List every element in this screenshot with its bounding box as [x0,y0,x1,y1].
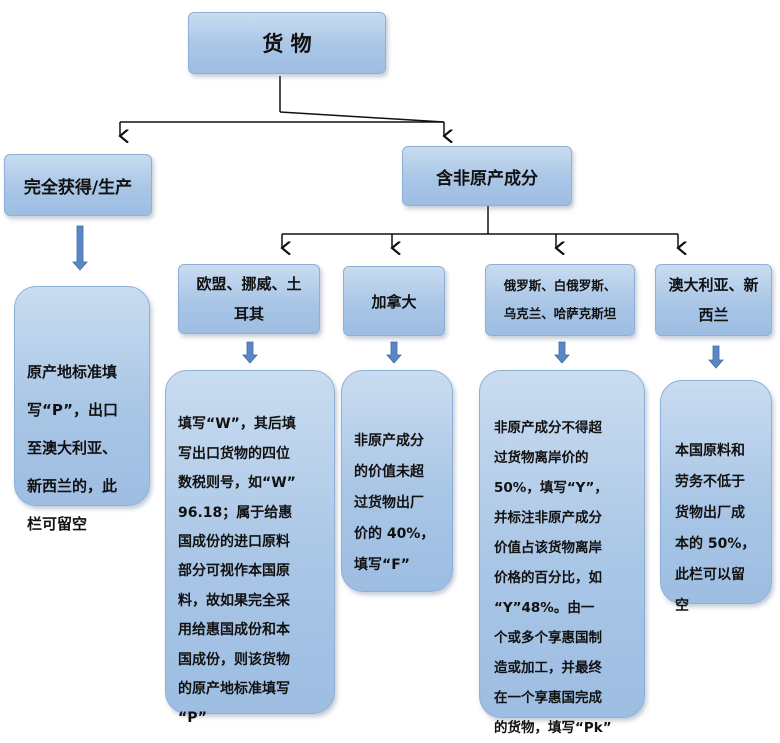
region-russia-title-box: 俄罗斯、白俄罗斯、 乌克兰、哈萨克斯坦 [485,264,635,336]
region-eu-text: 填写“W”，其后填 写出口货物的四位 数税则号，如“W” 96.18；属于给惠 … [178,416,296,727]
region-australia-title-box: 澳大利亚、新 西兰 [655,264,772,336]
region-canada-text: 非原产成分 的价值未超 过货物出厂 价的 40%， 填写“F” [354,433,435,573]
arrow-down-left [72,225,88,271]
left-branch-text-box: 原产地标准填 写“P”，出口 至澳大利亚、 新西兰的，此 栏可留空 [14,286,150,533]
connector-root-slant [279,111,445,123]
left-branch-title-box: 完全获得/生产 [4,154,152,216]
region-eu-title: 欧盟、挪威、土 耳其 [196,275,302,323]
connector-lines [72,76,724,369]
region-australia-text-box: 本国原料和 劳务不低于 货物出厂成 本的 50%， 此栏可以留 空 [660,380,772,614]
region-canada-title: 加拿大 [371,292,417,311]
root-box: 货 物 [188,12,386,74]
left-branch-text: 原产地标准填 写“P”，出口 至澳大利亚、 新西兰的，此 栏可留空 [27,363,118,533]
root-label: 货 物 [262,32,312,56]
right-branch-title: 含非原产成分 [436,168,538,189]
region-eu-title-box: 欧盟、挪威、土 耳其 [178,264,320,334]
region-canada-text-box: 非原产成分 的价值未超 过货物出厂 价的 40%， 填写“F” [341,370,453,592]
region-eu-text-box: 填写“W”，其后填 写出口货物的四位 数税则号，如“W” 96.18；属于给惠 … [165,370,335,726]
region-australia-text: 本国原料和 劳务不低于 货物出厂成 本的 50%， 此栏可以留 空 [675,443,756,614]
arrow-down-canada [386,341,402,364]
region-russia-text-box: 非原产成分不得超 过货物离岸价的 50%，填写“Y”， 并标注非原产成分 价值占… [479,370,645,736]
region-australia-title: 澳大利亚、新 西兰 [668,276,759,324]
arrow-down-australia [708,345,724,369]
left-branch-title: 完全获得/生产 [23,177,133,198]
arrow-down-russia [554,341,570,364]
region-canada-title-box: 加拿大 [343,266,445,336]
arrow-down-eu [242,341,258,364]
region-russia-title: 俄罗斯、白俄罗斯、 乌克兰、哈萨克斯坦 [503,278,617,321]
right-branch-title-box: 含非原产成分 [402,146,572,206]
region-russia-text: 非原产成分不得超 过货物离岸价的 50%，填写“Y”， 并标注非原产成分 价值占… [494,420,612,736]
